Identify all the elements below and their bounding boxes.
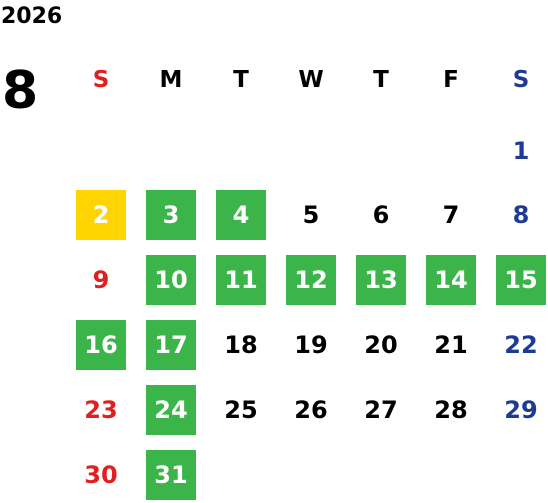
calendar-day[interactable]: 31 xyxy=(146,450,196,500)
calendar-day[interactable]: 14 xyxy=(426,255,476,305)
calendar-day[interactable]: 11 xyxy=(216,255,266,305)
calendar-day[interactable]: 15 xyxy=(496,255,546,305)
weekday-thursday: T xyxy=(373,67,389,93)
calendar-day[interactable]: 22 xyxy=(504,331,538,359)
calendar-day[interactable]: 18 xyxy=(224,331,258,359)
weekday-sunday: S xyxy=(92,67,110,93)
calendar-month: 8 xyxy=(2,61,39,121)
weekday-tuesday: T xyxy=(233,67,249,93)
calendar-day[interactable]: 27 xyxy=(364,396,398,424)
calendar-day[interactable]: 12 xyxy=(286,255,336,305)
calendar-day[interactable]: 24 xyxy=(146,385,196,435)
weekday-friday: F xyxy=(443,67,459,93)
calendar-day[interactable]: 17 xyxy=(146,320,196,370)
calendar-day[interactable]: 25 xyxy=(224,396,258,424)
calendar-day[interactable]: 23 xyxy=(84,396,118,424)
calendar-day[interactable]: 9 xyxy=(92,266,110,294)
calendar-day[interactable]: 6 xyxy=(372,201,390,229)
calendar-day[interactable]: 8 xyxy=(512,201,530,229)
weekday-wednesday: W xyxy=(298,67,324,93)
weekday-monday: M xyxy=(159,67,183,93)
calendar-day[interactable]: 21 xyxy=(434,331,468,359)
calendar-day[interactable]: 5 xyxy=(302,201,320,229)
calendar-day[interactable]: 19 xyxy=(294,331,328,359)
calendar-day[interactable]: 4 xyxy=(216,190,266,240)
calendar-day[interactable]: 7 xyxy=(442,201,460,229)
calendar-day[interactable]: 3 xyxy=(146,190,196,240)
calendar-day[interactable]: 10 xyxy=(146,255,196,305)
calendar-day[interactable]: 2 xyxy=(76,190,126,240)
calendar-day[interactable]: 28 xyxy=(434,396,468,424)
calendar-day[interactable]: 13 xyxy=(356,255,406,305)
calendar-day[interactable]: 30 xyxy=(84,461,118,489)
calendar-day[interactable]: 16 xyxy=(76,320,126,370)
calendar-day[interactable]: 20 xyxy=(364,331,398,359)
calendar-day[interactable]: 26 xyxy=(294,396,328,424)
weekday-saturday: S xyxy=(512,67,530,93)
calendar-year: 2026 xyxy=(1,4,63,29)
calendar-day[interactable]: 1 xyxy=(512,137,530,165)
calendar-day[interactable]: 29 xyxy=(504,396,538,424)
